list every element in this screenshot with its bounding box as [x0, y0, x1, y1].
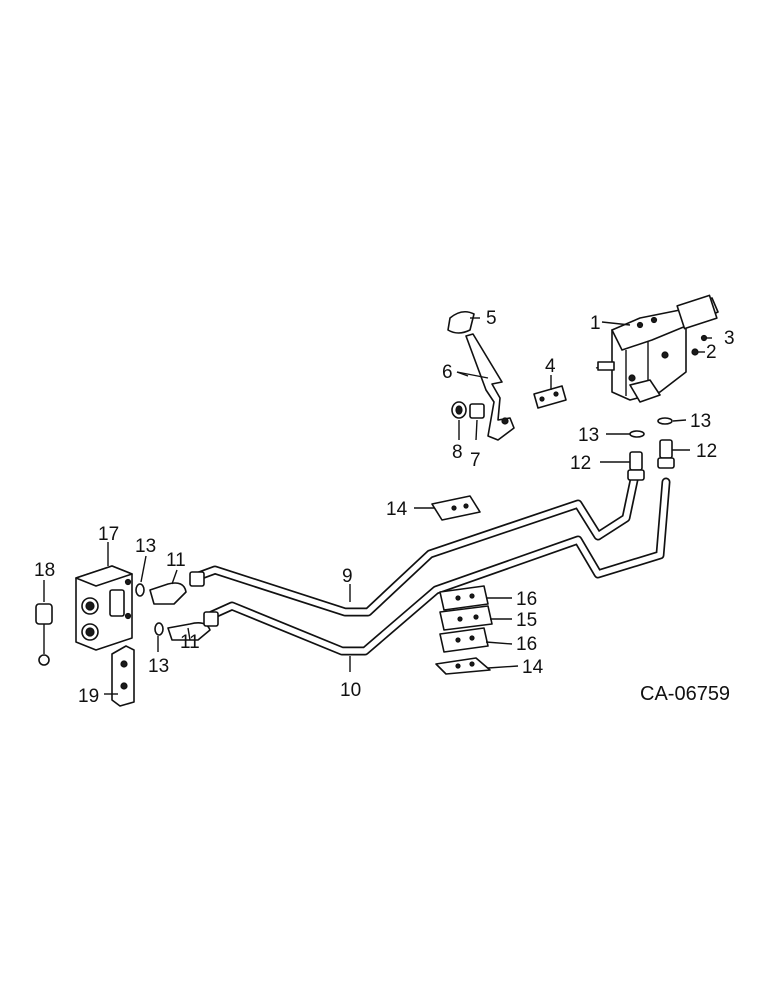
- callout-13-coupler-lower: 13: [148, 656, 169, 677]
- dust-plug: [35, 603, 53, 666]
- leader-lines: [43, 317, 712, 695]
- callout-13-valve-left: 13: [578, 425, 599, 446]
- callout-4: 4: [545, 356, 556, 377]
- callout-9: 9: [342, 566, 353, 587]
- callout-5: 5: [486, 308, 497, 329]
- sleeve: [451, 401, 467, 419]
- seal-ring-coupler-upper: [135, 583, 145, 597]
- callout-14-bottom: 14: [522, 657, 544, 678]
- connector-right: [657, 439, 675, 469]
- clamp-15: [439, 605, 493, 631]
- connector-left: [627, 451, 645, 481]
- callout-15: 15: [516, 610, 537, 631]
- callout-12-right: 12: [696, 441, 717, 462]
- coupler-body: [75, 565, 133, 651]
- callout-11-upper: 11: [166, 550, 186, 571]
- callout-19: 19: [78, 686, 99, 707]
- seal-ring-coupler-lower: [154, 622, 164, 636]
- tube-9: [191, 475, 639, 617]
- figure-code: CA-06759: [640, 683, 730, 705]
- clamp-16-bottom: [439, 627, 489, 653]
- control-lever: [465, 333, 515, 441]
- plate-4: [533, 385, 567, 409]
- control-valve: [595, 294, 719, 403]
- bracket: [111, 645, 135, 707]
- callout-13-coupler-upper: 13: [135, 536, 156, 557]
- callout-1: 1: [590, 313, 601, 334]
- callout-14-top: 14: [386, 499, 408, 520]
- callout-11-lower: 11: [180, 632, 200, 653]
- clamp-16-top: [439, 585, 489, 611]
- callout-17: 17: [98, 524, 119, 545]
- callout-8: 8: [452, 442, 463, 463]
- lever-knob: [447, 310, 475, 334]
- seal-ring-right: [657, 417, 673, 425]
- callout-3: 3: [724, 328, 735, 349]
- tube-10: [207, 477, 671, 656]
- callout-7: 7: [470, 450, 481, 471]
- callout-13-valve-right: 13: [690, 411, 711, 432]
- bushing: [469, 403, 485, 419]
- clamp-14-bottom: [435, 657, 491, 675]
- callout-16-top: 16: [516, 589, 537, 610]
- elbow-upper: [149, 571, 205, 605]
- callout-6: 6: [442, 362, 453, 383]
- ring-2: [691, 348, 699, 356]
- callout-18: 18: [34, 560, 55, 581]
- callout-10: 10: [340, 680, 361, 701]
- seal-ring-left: [629, 430, 645, 438]
- callout-16-bottom: 16: [516, 634, 537, 655]
- clamp-14-top: [431, 495, 481, 521]
- ring-3: [700, 334, 708, 342]
- callout-2: 2: [706, 342, 717, 363]
- callout-12-left: 12: [570, 453, 591, 474]
